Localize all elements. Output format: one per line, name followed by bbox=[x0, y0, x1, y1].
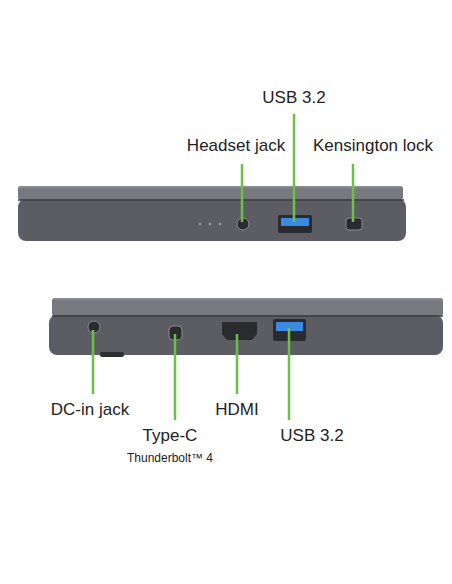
port-label: HDMI bbox=[215, 400, 258, 420]
port-label: USB 3.2 bbox=[280, 426, 343, 446]
port-sublabel: Thunderbolt™ 4 bbox=[127, 452, 213, 466]
port-label: DC-in jack bbox=[51, 400, 129, 420]
port-label: Type-C bbox=[143, 426, 198, 446]
laptop-left-side bbox=[49, 298, 443, 420]
port-label: Headset jack bbox=[187, 136, 285, 156]
port-label: USB 3.2 bbox=[262, 88, 325, 108]
port-label: Kensington lock bbox=[313, 136, 433, 156]
laptop-right-side bbox=[18, 114, 406, 241]
